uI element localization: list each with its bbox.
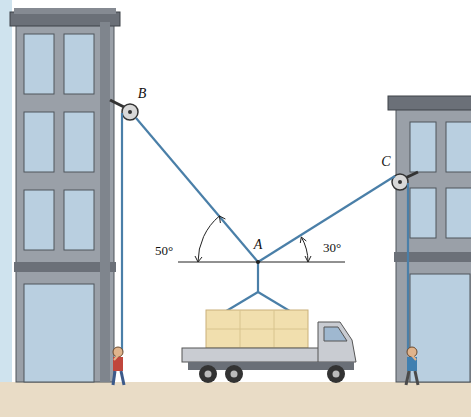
- truck: [182, 322, 356, 383]
- point-label: C: [379, 154, 392, 170]
- angle-label: 30°: [321, 240, 343, 255]
- edge-strip: [0, 0, 12, 382]
- arc-arrow: [195, 256, 202, 262]
- point-label: A: [252, 237, 265, 253]
- angle-arc: [198, 216, 219, 262]
- arc-arrow: [300, 237, 306, 243]
- ground: [0, 382, 471, 417]
- crate: [206, 310, 308, 348]
- worker: [406, 347, 418, 385]
- pulley-c: [392, 172, 418, 190]
- ropes: [122, 113, 408, 352]
- arc-arrow: [305, 256, 311, 262]
- reference-line: [178, 262, 345, 263]
- angle-arc: [301, 237, 308, 262]
- left-building: [10, 8, 120, 382]
- angle-label: 50°: [153, 243, 175, 258]
- right-building: [388, 96, 471, 382]
- point-label: B: [136, 86, 149, 102]
- worker: [113, 347, 124, 385]
- arc-arrow: [219, 216, 225, 223]
- pulley-b: [110, 100, 138, 120]
- point-a: [256, 260, 260, 264]
